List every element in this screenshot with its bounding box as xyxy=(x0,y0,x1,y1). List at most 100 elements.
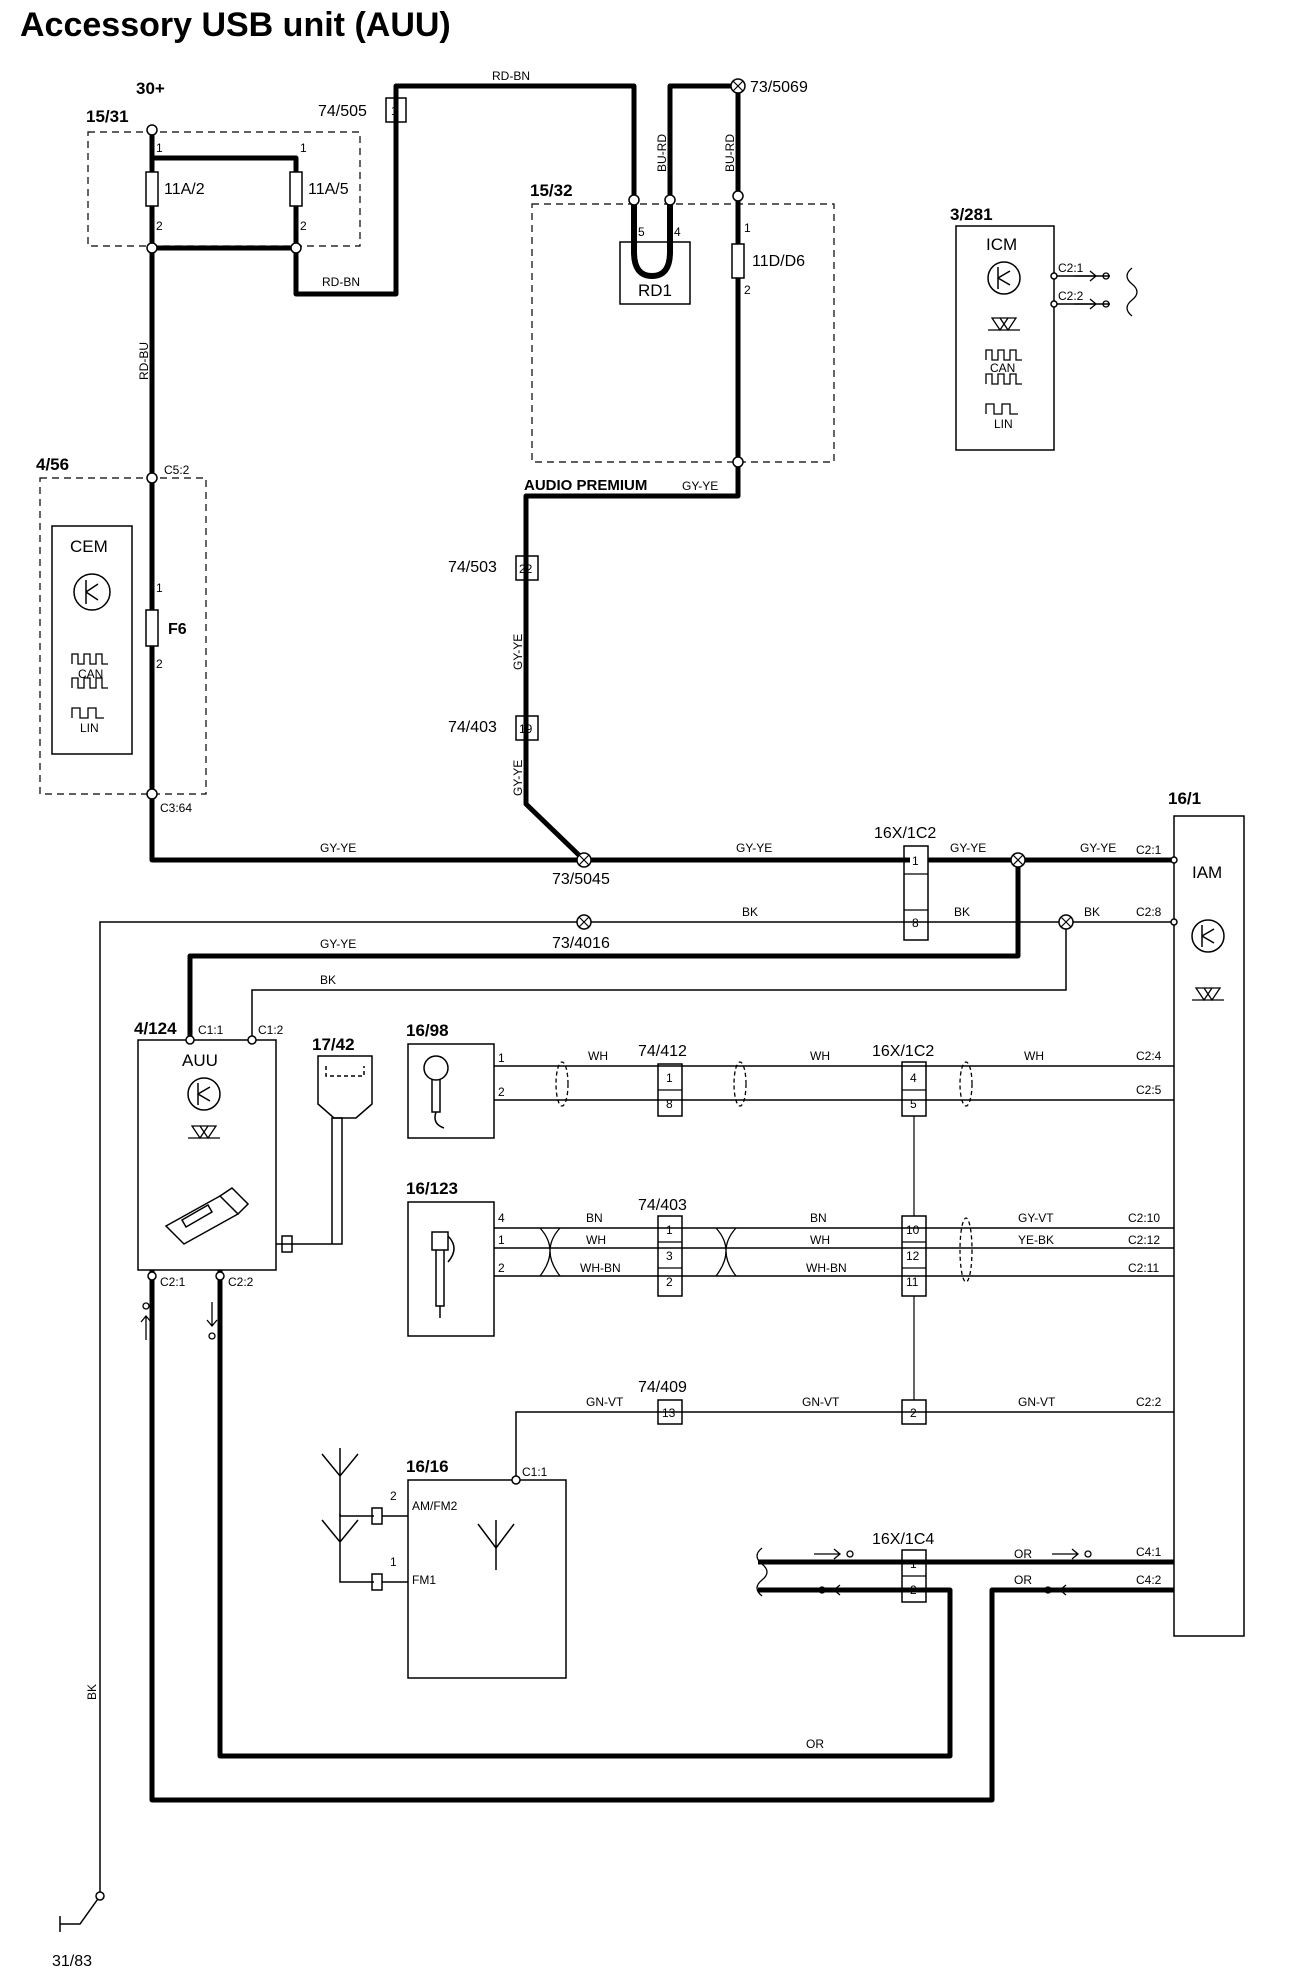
pin-label: C2:12 xyxy=(1128,1233,1160,1247)
pin-label: C2:10 xyxy=(1128,1211,1160,1225)
auu-label: AUU xyxy=(182,1051,218,1070)
pin-label: C1:2 xyxy=(258,1023,284,1037)
wire-label: GY-YE xyxy=(1080,841,1116,855)
conn-number: 2 xyxy=(910,1406,917,1420)
wire-fuse-link xyxy=(152,155,299,251)
wire-label: BK xyxy=(1084,905,1100,919)
audio-premium-label: AUDIO PREMIUM xyxy=(524,477,647,494)
ref-3-281: 3/281 xyxy=(950,205,993,224)
pin-label: 1 xyxy=(498,1233,505,1247)
pin-label: C2:1 xyxy=(160,1275,186,1289)
lin-pulse-icon xyxy=(71,707,104,719)
wire-ground-switch xyxy=(60,1895,101,1925)
rd1-label: RD1 xyxy=(638,281,672,300)
pin-label: C4:2 xyxy=(1136,1573,1162,1587)
pin-label: C2:1 xyxy=(1136,843,1162,857)
pin-label: 1 xyxy=(498,1051,505,1065)
wire-color-labels: RD-BN RD-BN RD-BU BU-RD BU-RD GY-YE GY-Y… xyxy=(85,69,1116,1751)
conn-number: 10 xyxy=(906,1223,920,1237)
conn-number: 1 xyxy=(666,1071,673,1085)
wire-label: BN xyxy=(810,1211,827,1225)
transistor-icon xyxy=(1191,919,1225,953)
icm-lin-label: LIN xyxy=(994,417,1013,431)
led-icon xyxy=(188,1125,220,1140)
wire-label: GY-VT xyxy=(1018,1211,1054,1225)
pin-label: 1 xyxy=(744,221,751,235)
pin-label: 5 xyxy=(638,225,645,239)
wire-label: BK xyxy=(742,905,758,919)
box-15-32 xyxy=(531,203,835,463)
can-pulse-icon xyxy=(71,653,108,665)
led-icon xyxy=(1192,987,1224,1002)
ref-73-5069: 73/5069 xyxy=(750,79,808,96)
ref-74-505: 74/505 xyxy=(318,103,367,120)
auu-box xyxy=(137,1039,277,1271)
pin-label: 2 xyxy=(498,1261,505,1275)
conn-number: 1 xyxy=(666,1223,673,1237)
fuse-11d6-label: 11D/D6 xyxy=(752,253,805,270)
wire-label: WH xyxy=(588,1049,608,1063)
wire-label: GY-YE xyxy=(950,841,986,855)
pin-label: 2 xyxy=(498,1085,505,1099)
signal-arrows xyxy=(140,267,1138,1597)
audio-jack-icon xyxy=(431,1231,455,1318)
microphone-icon xyxy=(423,1055,449,1129)
ref-74-409: 74/409 xyxy=(638,1379,687,1396)
ref-16x1c4: 16X/1C4 xyxy=(872,1531,934,1548)
rd1-box xyxy=(619,241,691,305)
conn-number: 22 xyxy=(519,562,533,576)
ref-16-16: 16/16 xyxy=(406,1457,449,1476)
junction-points xyxy=(95,124,1178,1901)
led-icons xyxy=(188,317,1224,1140)
pin-label: C2:5 xyxy=(1136,1083,1162,1097)
icm-can-label: CAN xyxy=(990,361,1015,375)
pin-label: 4 xyxy=(498,1211,505,1225)
ref-17-42: 17/42 xyxy=(312,1035,355,1054)
ref-4-124: 4/124 xyxy=(134,1019,177,1038)
conn-number: 1 xyxy=(912,854,919,868)
wire-label: GY-YE xyxy=(736,841,772,855)
ref-74-503: 74/503 xyxy=(448,559,497,576)
wire-label: GN-VT xyxy=(1018,1395,1056,1409)
fuse-11a2 xyxy=(145,171,159,207)
iam-box xyxy=(1173,815,1245,1637)
pin-label: 1 xyxy=(390,1555,397,1569)
pin-label: 1 xyxy=(300,141,307,155)
conn-number: 11 xyxy=(906,1275,919,1289)
led-icon xyxy=(988,317,1020,332)
ref-15-32: 15/32 xyxy=(530,181,573,200)
lin-pulse-icon xyxy=(985,403,1018,415)
wire-label: BN xyxy=(586,1211,603,1225)
pin-label: C1:1 xyxy=(522,1465,548,1479)
ref-30: 30+ xyxy=(136,79,165,98)
wire-label: WH xyxy=(586,1233,606,1247)
icm-box xyxy=(955,225,1055,451)
pin-label: C2:4 xyxy=(1136,1049,1162,1063)
transistor-icons xyxy=(73,261,1225,1111)
wire-bk-ground xyxy=(99,921,1174,1896)
antenna-icon xyxy=(321,1448,359,1504)
usb-connector-icon xyxy=(281,1055,373,1253)
wire-30-main xyxy=(149,130,910,863)
wire-gnvt xyxy=(515,1411,1174,1480)
twist-symbols xyxy=(539,1227,737,1277)
can-pulse-icon xyxy=(985,349,1022,361)
transistor-icon xyxy=(987,261,1021,295)
cem-box xyxy=(51,525,133,755)
pin-label: C4:1 xyxy=(1136,1545,1162,1559)
wire-label: WH xyxy=(810,1049,830,1063)
fuse-11d6 xyxy=(731,243,745,279)
pin-label: C1:1 xyxy=(198,1023,224,1037)
wire-label: GY-YE xyxy=(511,760,525,796)
solid-boxes xyxy=(51,97,1245,1679)
rd1-bridge xyxy=(631,200,673,280)
pin-label: 2 xyxy=(300,219,307,233)
wire-label: GY-YE xyxy=(320,841,356,855)
transistor-icon xyxy=(187,1077,221,1111)
wire-label: OR xyxy=(1014,1573,1032,1587)
ref-16-123: 16/123 xyxy=(406,1179,458,1198)
wire-or-loop2 xyxy=(149,1270,1174,1803)
pin-label: 1 xyxy=(156,141,163,155)
wire-label: GN-VT xyxy=(586,1395,624,1409)
wire-label: RD-BU xyxy=(137,342,151,380)
